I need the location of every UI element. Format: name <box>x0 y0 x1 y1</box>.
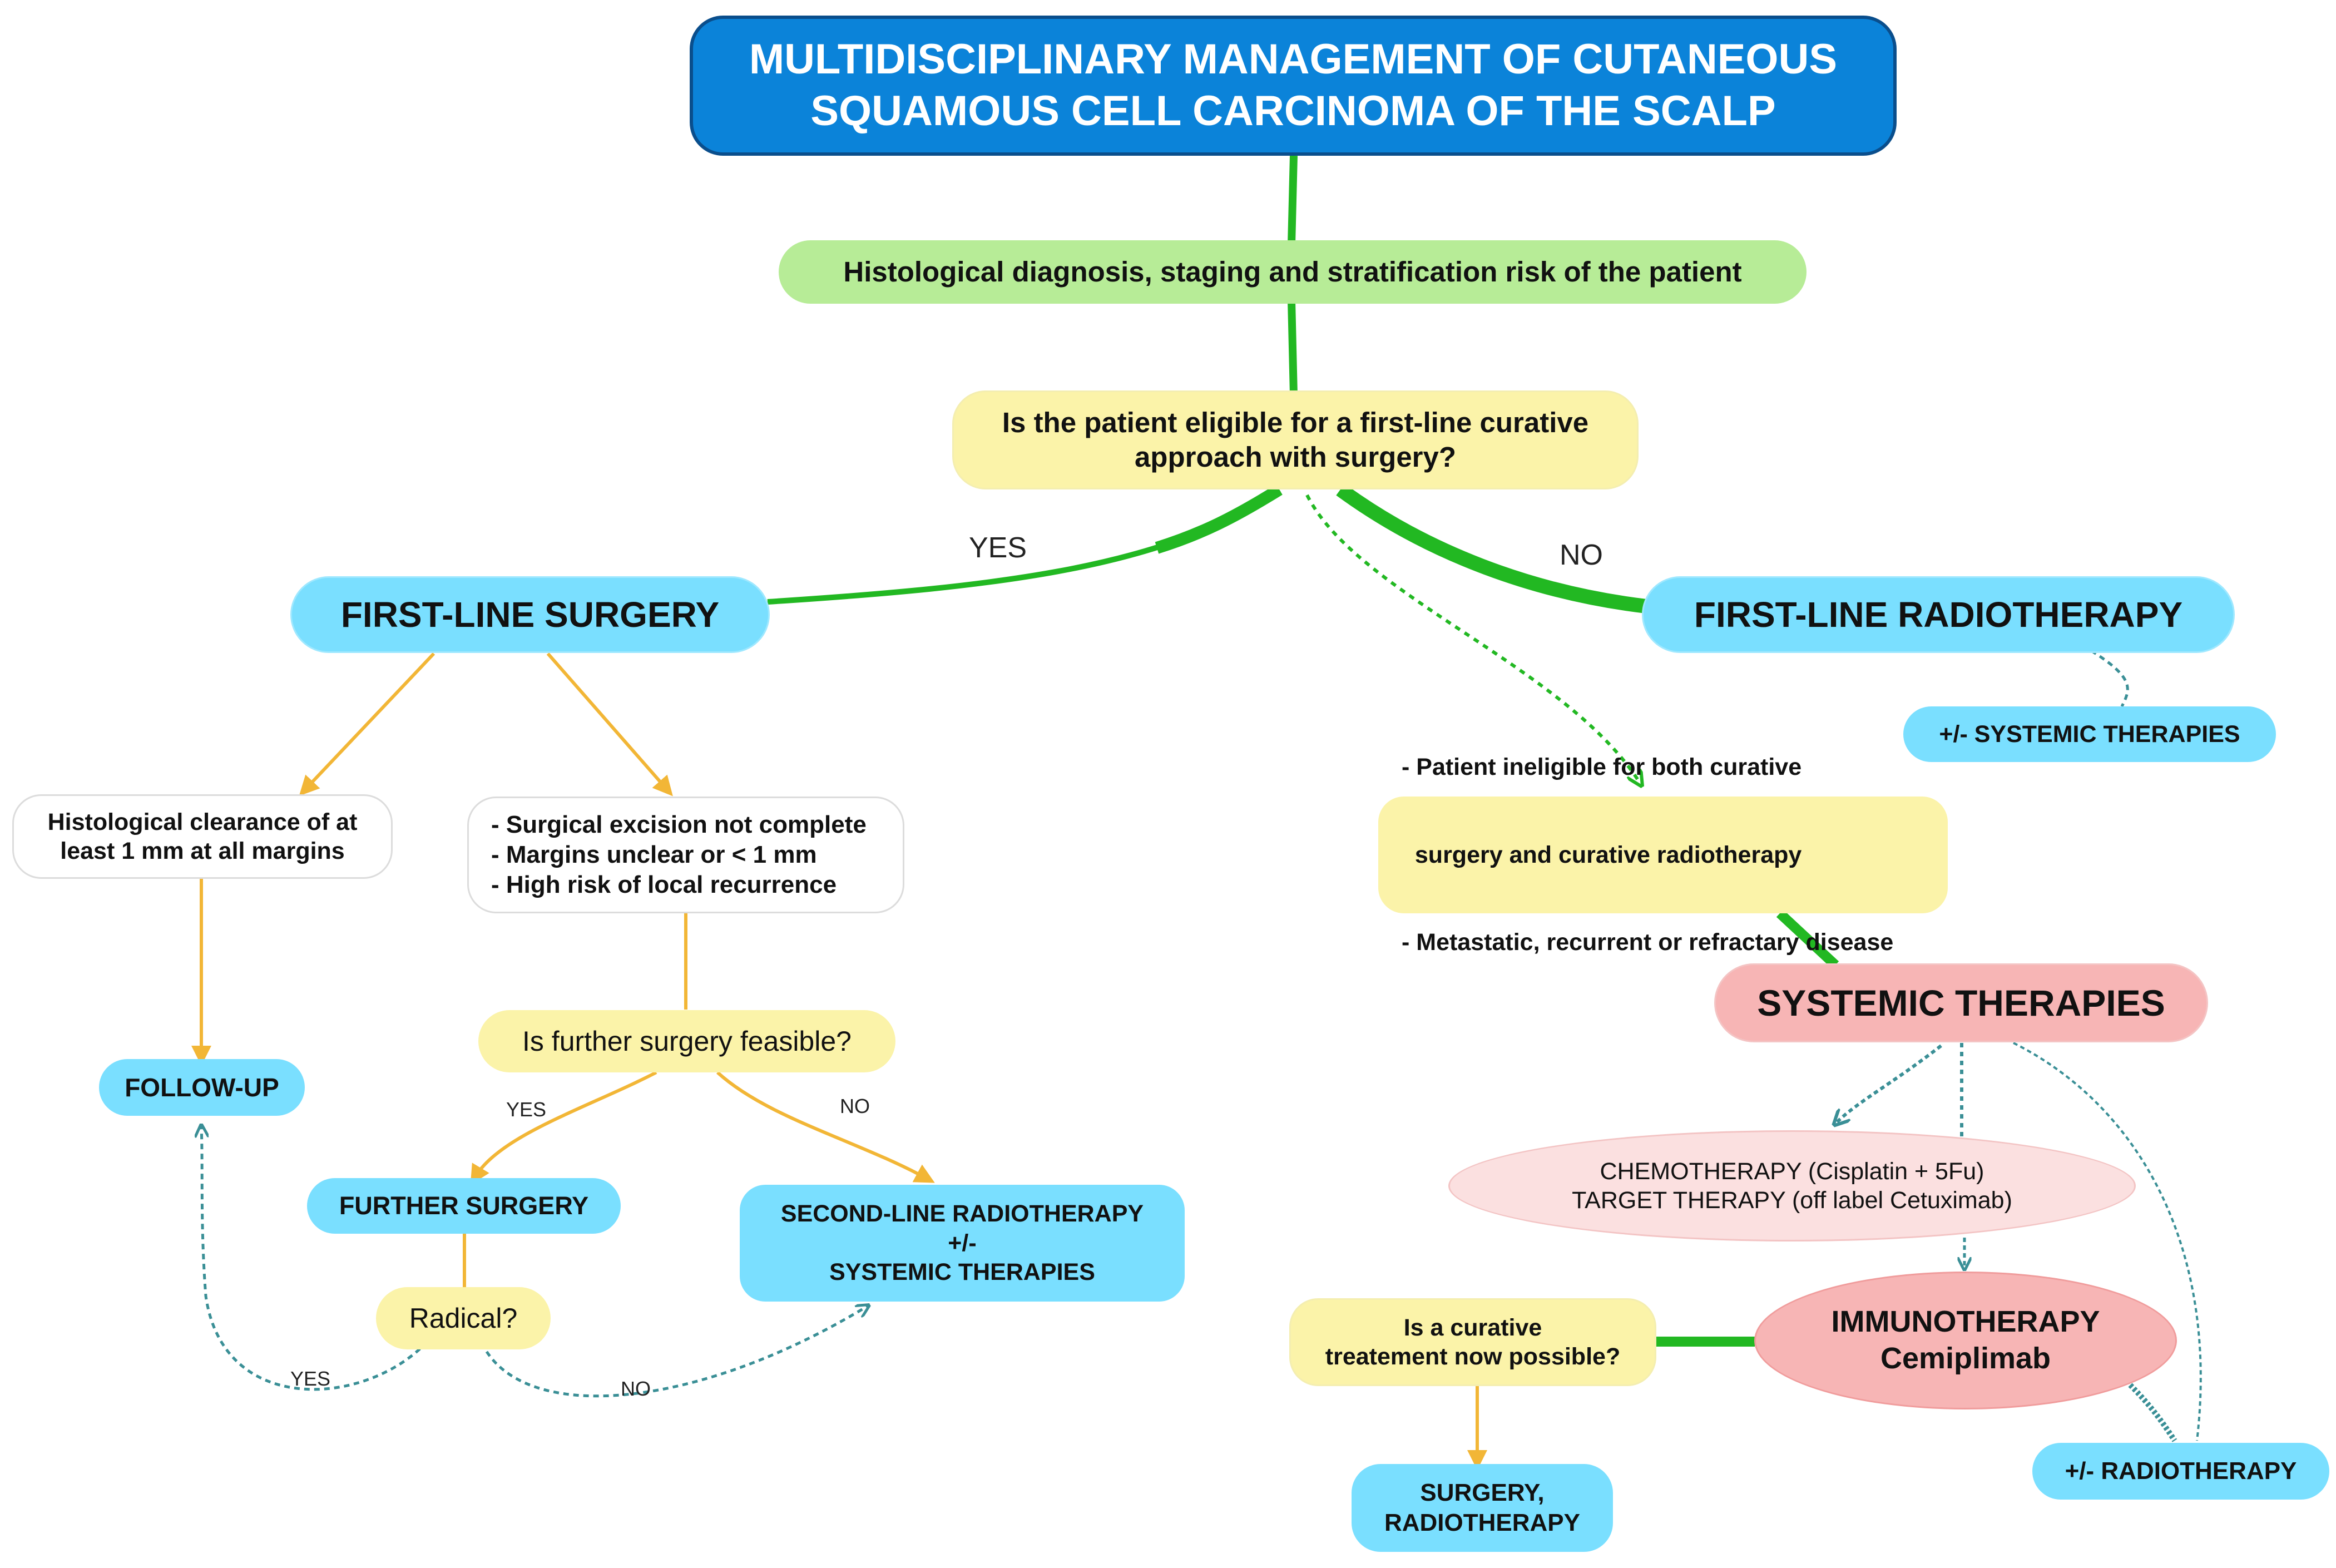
incomplete-excision-box: - Surgical excision not complete - Margi… <box>467 797 904 913</box>
first-line-surgery-text: FIRST-LINE SURGERY <box>340 594 720 635</box>
diagnosis-text: Histological diagnosis, staging and stra… <box>843 255 1742 288</box>
edge-systemic-to-chemotherapy <box>1835 1044 1942 1124</box>
eligibility-question-box: Is the patient eligible for a first-line… <box>952 390 1639 489</box>
ineligible-item: - Patient ineligible for both curative <box>1402 754 1802 781</box>
chemotherapy-line-2: TARGET THERAPY (off label Cetuximab) <box>1572 1187 2012 1214</box>
incomplete-excision-list: - Surgical excision not complete - Margi… <box>491 810 867 899</box>
immunotherapy-line-1: IMMUNOTHERAPY <box>1831 1305 2100 1339</box>
ineligible-list: - Patient ineligible for both curative s… <box>1402 695 1893 1016</box>
curative-question-box: Is a curative treatement now possible? <box>1289 1298 1656 1386</box>
systemic-optional-box: +/- SYSTEMIC THERAPIES <box>1903 706 2276 762</box>
histological-clearance-box: Histological clearance of at least 1 mm … <box>12 794 393 879</box>
second-line-box: SECOND-LINE RADIOTHERAPY +/- SYSTEMIC TH… <box>740 1185 1185 1302</box>
edge-radical-to-followup <box>201 1126 421 1391</box>
diagnosis-box: Histological diagnosis, staging and stra… <box>779 240 1807 304</box>
incomplete-excision-item: - High risk of local recurrence <box>491 870 837 898</box>
surgery-radiotherapy-line-2: RADIOTHERAPY <box>1384 1509 1581 1536</box>
further-surgery-box: FURTHER SURGERY <box>307 1178 621 1234</box>
second-line-line-2: +/- <box>948 1229 977 1257</box>
follow-up-text: FOLLOW-UP <box>125 1072 279 1102</box>
eligibility-line-2: approach with surgery? <box>1134 441 1457 473</box>
second-line-line-1: SECOND-LINE RADIOTHERAPY <box>780 1200 1144 1228</box>
eligibility-line-1: Is the patient eligible for a first-line… <box>1002 406 1589 438</box>
chemotherapy-line-1: CHEMOTHERAPY (Cisplatin + 5Fu) <box>1600 1158 1984 1185</box>
ineligible-item: - Metastatic, recurrent or refractary di… <box>1402 929 1894 956</box>
edge-question-to-second-line <box>716 1071 935 1183</box>
further-surgery-question-text: Is further surgery feasible? <box>522 1025 852 1057</box>
edge-label-yes-main: YES <box>969 532 1027 564</box>
radiotherapy-optional-box: +/- RADIOTHERAPY <box>2032 1443 2329 1500</box>
radical-question-box: Radical? <box>376 1287 551 1349</box>
title-line-2: SQUAMOUS CELL CARCINOMA OF THE SCALP <box>810 87 1776 135</box>
edge-radiotherapy-to-systemic-optional <box>2090 649 2129 708</box>
ineligible-box: - Patient ineligible for both curative s… <box>1378 754 1948 956</box>
title-line-1: MULTIDISCIPLINARY MANAGEMENT OF CUTANEOU… <box>749 36 1838 83</box>
further-surgery-text: FURTHER SURGERY <box>339 1191 589 1220</box>
follow-up-box: FOLLOW-UP <box>99 1059 305 1116</box>
edge-label-yes-radical: YES <box>290 1367 331 1390</box>
edge-question-to-further-surgery <box>470 1071 657 1185</box>
curative-line-2: treatement now possible? <box>1325 1343 1621 1370</box>
radiotherapy-optional-text: +/- RADIOTHERAPY <box>2065 1457 2297 1485</box>
further-surgery-question-box: Is further surgery feasible? <box>478 1010 895 1072</box>
edge-ineligible-to-systemic <box>1776 909 1839 969</box>
edge-radical-to-second-line <box>485 1306 868 1398</box>
edge-eligibility-to-ineligible <box>1305 494 1641 784</box>
surgery-radiotherapy-box: SURGERY, RADIOTHERAPY <box>1352 1464 1613 1552</box>
title-box: MULTIDISCIPLINARY MANAGEMENT OF CUTANEOU… <box>690 16 1897 156</box>
surgery-radiotherapy-line-1: SURGERY, <box>1420 1479 1545 1507</box>
edge-label-no-radical: NO <box>621 1377 651 1400</box>
chemotherapy-ellipse: CHEMOTHERAPY (Cisplatin + 5Fu) TARGET TH… <box>1448 1130 2136 1241</box>
ineligible-item: surgery and curative radiotherapy <box>1402 841 1802 868</box>
edge-label-no-further: NO <box>840 1095 870 1117</box>
systemic-optional-text: +/- SYSTEMIC THERAPIES <box>1939 720 2240 748</box>
immunotherapy-ellipse: IMMUNOTHERAPY Cemiplimab <box>1754 1272 2177 1409</box>
systemic-therapies-box: SYSTEMIC THERAPIES <box>1714 963 2208 1042</box>
edge-label-no-main: NO <box>1560 539 1603 571</box>
second-line-line-3: SYSTEMIC THERAPIES <box>829 1259 1095 1286</box>
immunotherapy-line-2: Cemiplimab <box>1880 1342 2051 1375</box>
edge-eligibility-to-radiotherapy <box>1336 483 1647 614</box>
edge-surgery-to-clearance <box>299 652 435 797</box>
edge-surgery-to-incomplete <box>546 652 673 797</box>
first-line-radiotherapy-text: FIRST-LINE RADIOTHERAPY <box>1694 594 2183 635</box>
clearance-line-1: Histological clearance of at <box>47 808 358 835</box>
first-line-surgery-box: FIRST-LINE SURGERY <box>290 576 770 653</box>
edge-title-to-diagnosis <box>1288 155 1298 245</box>
clearance-line-2: least 1 mm at all margins <box>60 838 345 864</box>
incomplete-excision-item: - Surgical excision not complete <box>491 811 867 839</box>
edge-eligibility-to-surgery-thick <box>1155 484 1283 554</box>
edge-immunotherapy-to-radiotherapy-optional <box>2128 1383 2177 1442</box>
curative-line-1: Is a curative <box>1403 1314 1542 1341</box>
incomplete-excision-item: - Margins unclear or < 1 mm <box>491 841 817 869</box>
systemic-therapies-text: SYSTEMIC THERAPIES <box>1757 982 2165 1023</box>
radical-question-text: Radical? <box>409 1302 518 1334</box>
first-line-radiotherapy-box: FIRST-LINE RADIOTHERAPY <box>1642 576 2235 653</box>
edge-diagnosis-to-eligibility <box>1288 300 1298 395</box>
edge-label-yes-further: YES <box>506 1098 547 1121</box>
